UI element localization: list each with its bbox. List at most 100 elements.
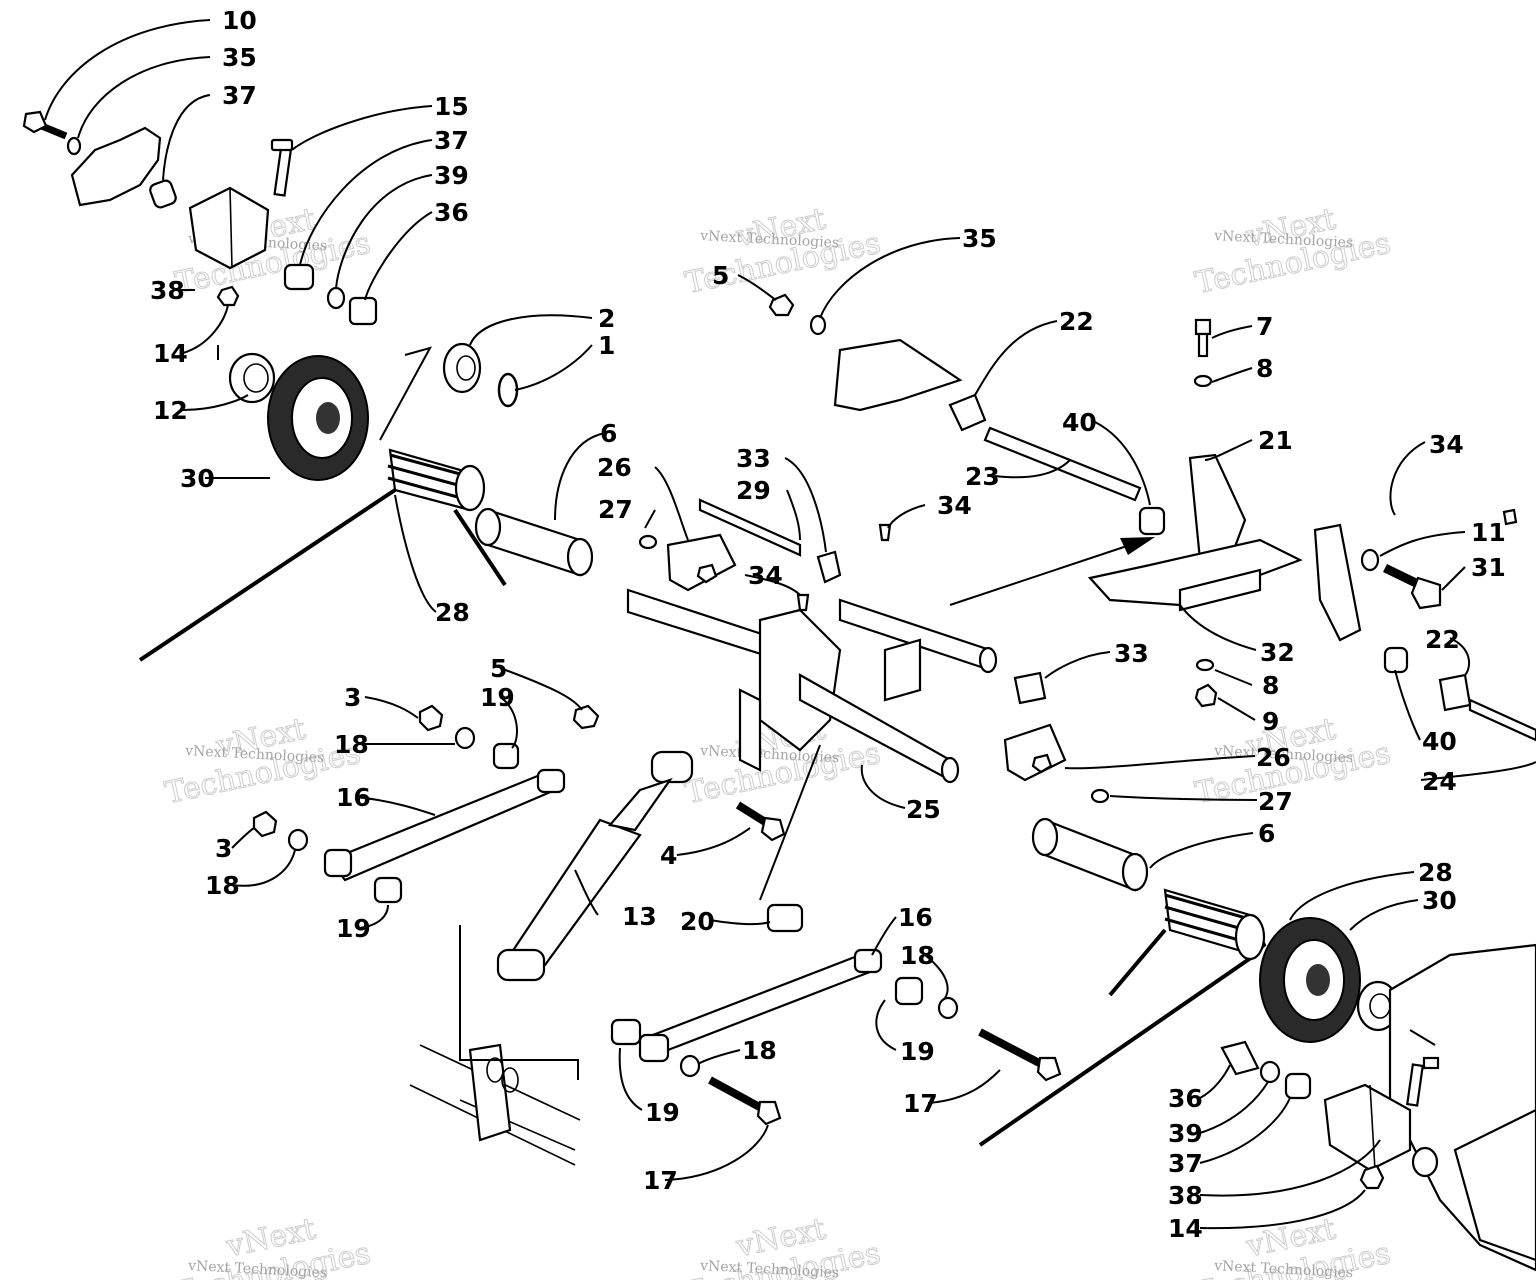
callout-12: 12 — [153, 396, 188, 425]
callout-38: 38 — [150, 276, 185, 305]
washer-8-lower — [1195, 658, 1215, 672]
bushing-37-upper — [149, 179, 177, 209]
callout-16: 16 — [898, 903, 933, 932]
bushing-37-mid — [283, 263, 315, 291]
callout-22: 22 — [1425, 625, 1460, 654]
callout-39: 39 — [1168, 1119, 1203, 1148]
callout-33: 33 — [736, 444, 771, 473]
callout-21: 21 — [1258, 426, 1293, 455]
bolt-15-lower — [1406, 1056, 1440, 1107]
callout-28: 28 — [435, 598, 470, 627]
bushing-33-lower — [1013, 671, 1047, 705]
washer-18-lower — [287, 828, 309, 852]
callout-8: 8 — [1256, 354, 1273, 383]
grease-fitting-34-left — [796, 593, 810, 612]
inset-detail — [409, 1043, 581, 1166]
washer-11 — [1360, 548, 1380, 572]
cover-plate-upper — [70, 126, 162, 207]
bushing-40-lower — [1383, 646, 1409, 674]
callout-17: 17 — [643, 1166, 678, 1195]
callout-31: 31 — [1471, 553, 1506, 582]
callout-19: 19 — [900, 1037, 935, 1066]
washer-35-right — [809, 314, 827, 336]
callout-29: 29 — [736, 476, 771, 505]
callout-32: 32 — [1260, 638, 1295, 667]
center-frame — [626, 588, 998, 784]
callout-18: 18 — [205, 871, 240, 900]
callout-26: 26 — [1256, 743, 1291, 772]
nut-5-lower — [572, 704, 600, 730]
callout-9: 9 — [1262, 707, 1279, 736]
callout-30: 30 — [180, 464, 215, 493]
callout-15: 15 — [434, 92, 469, 121]
shaft-29 — [698, 498, 802, 557]
spring-28-lower — [978, 888, 1267, 1147]
washer-18-left — [679, 1054, 701, 1078]
callout-33: 33 — [1114, 639, 1149, 668]
bushing-40-upper — [1138, 506, 1166, 536]
callout-3: 3 — [344, 683, 361, 712]
leader-lines — [44, 19, 1536, 1230]
nut-14-lower — [1359, 1164, 1385, 1190]
watermark-small: vNext Technologies — [1213, 743, 1354, 766]
shock-13 — [496, 750, 694, 982]
bracket-26-upper — [666, 533, 737, 592]
callout-4: 4 — [660, 841, 677, 870]
callout-18: 18 — [900, 941, 935, 970]
bracket-21-and-slide-32 — [1087, 453, 1362, 642]
wheel-30-upper — [267, 355, 369, 481]
bushing-22-upper — [948, 393, 987, 432]
clamp-38-upper — [188, 186, 270, 270]
bushing-19-upper — [492, 742, 520, 770]
callout-20: 20 — [680, 907, 715, 936]
washer-27-upper — [638, 534, 658, 550]
bushing-lower-right — [1411, 1146, 1439, 1178]
callout-37: 37 — [1168, 1149, 1203, 1178]
callout-24: 24 — [1422, 767, 1457, 796]
bushing-19-lower — [373, 876, 403, 904]
callout-14: 14 — [153, 339, 188, 368]
bushing-19-right — [894, 976, 924, 1006]
direction-arrow — [949, 537, 1155, 606]
callout-38: 38 — [1168, 1181, 1203, 1210]
callout-5: 5 — [712, 261, 729, 290]
bolt-17-left — [708, 1076, 782, 1126]
callout-18: 18 — [334, 730, 369, 759]
bushing-19-left — [610, 1018, 642, 1046]
washer-35-upper — [66, 136, 82, 156]
callout-28: 28 — [1418, 858, 1453, 887]
upper-left-bolt — [22, 110, 68, 140]
callout-37: 37 — [222, 81, 257, 110]
callout-19: 19 — [480, 683, 515, 712]
callout-34: 34 — [748, 561, 783, 590]
nut-3-upper — [418, 704, 444, 732]
washer-18-right — [937, 996, 959, 1020]
callout-6: 6 — [1258, 819, 1275, 848]
callout-18: 18 — [742, 1036, 777, 1065]
callout-27: 27 — [1258, 787, 1293, 816]
watermark-small: vNext Technologies — [699, 228, 840, 251]
watermark-small: vNext Technologies — [187, 1258, 328, 1280]
callout-40: 40 — [1422, 727, 1457, 756]
bushing-33-upper — [816, 550, 842, 584]
callout-35: 35 — [222, 43, 257, 72]
callout-3: 3 — [215, 834, 232, 863]
callout-22: 22 — [1059, 307, 1094, 336]
callout-34: 34 — [937, 491, 972, 520]
parts-group — [22, 110, 1536, 1272]
arm-16-right — [638, 948, 883, 1063]
bushing-22-lower — [1438, 673, 1472, 712]
bearing-12-upper — [228, 352, 276, 404]
watermark-small: vNext Technologies — [699, 743, 840, 766]
bolt-4 — [735, 801, 786, 842]
callout-10: 10 — [222, 6, 257, 35]
callout-19: 19 — [336, 914, 371, 943]
watermark-small: vNext Technologies — [1213, 1258, 1354, 1280]
bolt-15-upper — [270, 138, 294, 197]
callout-25: 25 — [906, 795, 941, 824]
grease-fitting-34-right — [1502, 508, 1518, 526]
rod-23 — [983, 426, 1142, 502]
callout-6: 6 — [600, 419, 617, 448]
